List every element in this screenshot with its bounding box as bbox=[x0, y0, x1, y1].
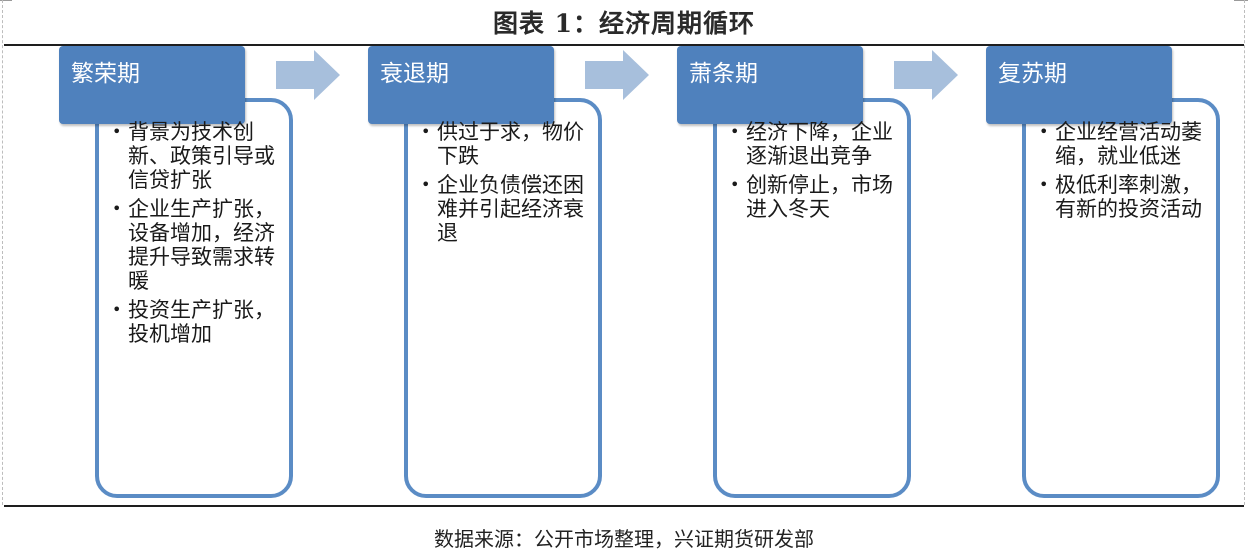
phase-boom: 繁荣期 •背景为技术创新、政策引导或信贷扩张 •企业生产扩张，设备增加，经济提升… bbox=[59, 46, 309, 498]
phase-content-box bbox=[404, 98, 602, 498]
bullet-item: •创新停止，市场进入冬天 bbox=[730, 173, 893, 221]
bullet-icon: • bbox=[421, 122, 431, 141]
phase-recession: 衰退期 •供过于求，物价下跌 •企业负债偿还困难并引起经济衰退 bbox=[368, 46, 618, 498]
top-rule bbox=[4, 44, 1244, 46]
bullet-list: •经济下降，企业逐渐退出竞争 •创新停止，市场进入冬天 bbox=[728, 120, 898, 226]
bullet-icon: • bbox=[730, 122, 740, 141]
bullet-list: •企业经营活动萎缩，就业低迷 •极低利率刺激，有新的投资活动 bbox=[1037, 120, 1207, 226]
frame-corner bbox=[1234, 0, 1248, 1]
phase-header: 复苏期 bbox=[986, 46, 1172, 124]
phase-label: 衰退期 bbox=[380, 61, 449, 87]
frame-border bbox=[1244, 0, 1246, 505]
figure-title: 图表 1：经济周期循环 bbox=[492, 9, 756, 38]
source-note: 数据来源：公开市场整理，兴证期货研发部 bbox=[434, 527, 814, 551]
bullet-item: •供过于求，物价下跌 bbox=[421, 120, 584, 168]
bullet-item: •企业生产扩张，设备增加，经济提升导致需求转暖 bbox=[112, 197, 275, 293]
frame-border bbox=[2, 0, 4, 505]
bullet-item: •企业负债偿还困难并引起经济衰退 bbox=[421, 173, 584, 245]
phase-recovery: 复苏期 •企业经营活动萎缩，就业低迷 •极低利率刺激，有新的投资活动 bbox=[986, 46, 1236, 498]
bullet-item: •企业经营活动萎缩，就业低迷 bbox=[1039, 120, 1202, 168]
bullet-icon: • bbox=[112, 122, 122, 141]
bullet-item: •极低利率刺激，有新的投资活动 bbox=[1039, 173, 1202, 221]
right-arrow-icon bbox=[276, 50, 340, 100]
phase-content-box bbox=[1022, 98, 1220, 498]
bullet-list: •供过于求，物价下跌 •企业负债偿还困难并引起经济衰退 bbox=[419, 120, 589, 250]
bullet-icon: • bbox=[730, 175, 740, 194]
bullet-item: •投资生产扩张，投机增加 bbox=[112, 298, 275, 346]
right-arrow-icon bbox=[894, 50, 958, 100]
phase-depression: 萧条期 •经济下降，企业逐渐退出竞争 •创新停止，市场进入冬天 bbox=[677, 46, 927, 498]
bullet-list: •背景为技术创新、政策引导或信贷扩张 •企业生产扩张，设备增加，经济提升导致需求… bbox=[110, 120, 280, 351]
phase-header: 繁荣期 bbox=[59, 46, 245, 124]
phase-content-box bbox=[713, 98, 911, 498]
phase-label: 复苏期 bbox=[998, 61, 1067, 87]
frame-corner bbox=[0, 0, 12, 1]
bullet-icon: • bbox=[421, 175, 431, 194]
phase-header: 衰退期 bbox=[368, 46, 554, 124]
bullet-icon: • bbox=[1039, 122, 1049, 141]
bullet-icon: • bbox=[112, 300, 122, 319]
phase-header: 萧条期 bbox=[677, 46, 863, 124]
right-arrow-icon bbox=[585, 50, 649, 100]
bullet-item: •背景为技术创新、政策引导或信贷扩张 bbox=[112, 120, 275, 192]
bullet-icon: • bbox=[112, 199, 122, 218]
phase-label: 繁荣期 bbox=[71, 61, 140, 87]
phase-content-box bbox=[95, 98, 293, 498]
bottom-rule bbox=[4, 505, 1244, 507]
bullet-icon: • bbox=[1039, 175, 1049, 194]
bullet-item: •经济下降，企业逐渐退出竞争 bbox=[730, 120, 893, 168]
phase-label: 萧条期 bbox=[689, 61, 758, 87]
